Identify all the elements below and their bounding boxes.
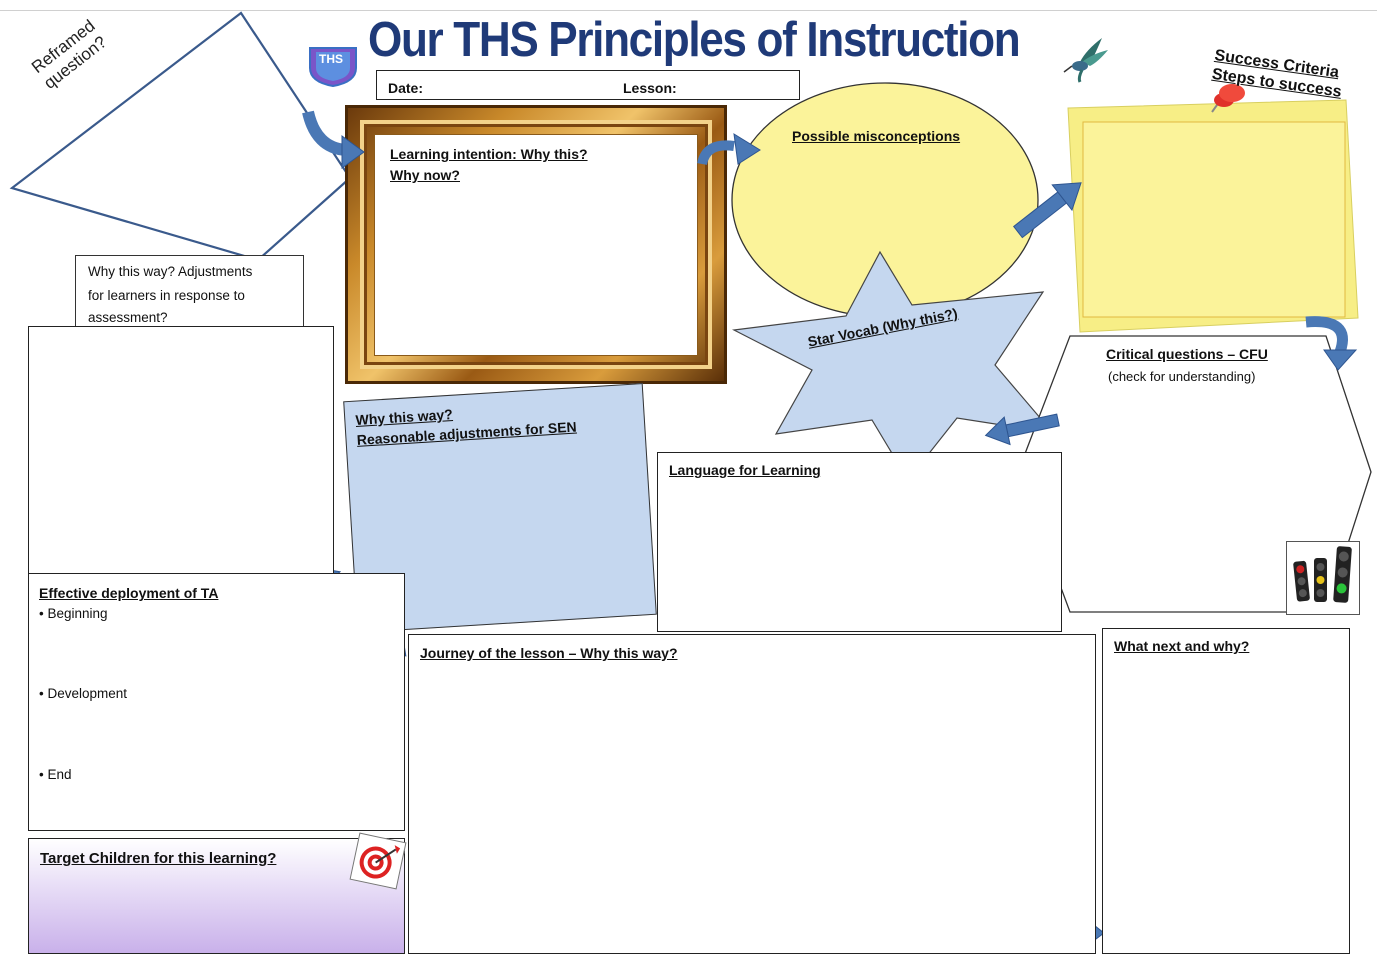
date-label[interactable]: Date: [388,80,424,96]
curved-arrow-reframed [302,110,347,156]
adjustments-line3: assessment? [88,310,168,325]
curved-arrow-misconceptions [697,140,735,166]
adjustments-line1: Why this way? Adjustments [88,264,253,279]
what-next-box[interactable] [1102,628,1350,954]
learning-intention-area[interactable] [374,134,698,356]
language-box[interactable] [657,452,1062,632]
page-title: Our THS Principles of Instruction [368,12,1021,74]
ta-label: Effective deployment of TA [39,585,219,601]
journey-box[interactable] [408,634,1096,954]
lesson-label[interactable]: Lesson: [623,80,677,96]
language-label: Language for Learning [669,462,821,478]
learning-intention-label-1: Learning intention: Why this? [390,146,588,162]
frame-inner-border [360,120,712,369]
dartboard-icon [349,832,407,890]
learning-intention-frame [345,105,727,384]
target-children-box[interactable] [28,838,405,954]
sticky-note [1067,99,1359,333]
school-logo: THS [306,44,360,88]
target-children-label: Target Children for this learning? [40,850,277,867]
critical-questions-sub: (check for understanding) [1108,369,1256,384]
critical-questions-label: Critical questions – CFU [1106,346,1268,362]
traffic-lights-icon [1286,541,1360,615]
arrow-to-star [984,413,1060,446]
journey-label: Journey of the lesson – Why this way? [420,645,678,661]
push-pin-icon [1211,84,1245,113]
adjustments-line2: for learners in response to [88,288,245,303]
title-text: Our THS Principles of Instruction [368,13,1021,67]
misconceptions-label: Possible misconceptions [792,128,961,144]
curved-arrow-critical [1305,316,1348,354]
adjustments-answer-area[interactable] [28,326,334,574]
ta-item-development: • Development [39,686,128,701]
ta-box[interactable] [28,573,405,831]
top-rule [0,10,1377,11]
ta-item-beginning: • Beginning [39,606,108,621]
ta-item-end: • End [39,767,72,782]
hummingbird-icon [1062,32,1110,84]
learning-intention-label-2: Why now? [390,167,460,183]
what-next-label: What next and why? [1114,638,1250,654]
logo-text: THS [319,52,343,66]
date-lesson-box: Date: Lesson: [376,70,800,100]
arrow-to-success [1012,182,1082,239]
